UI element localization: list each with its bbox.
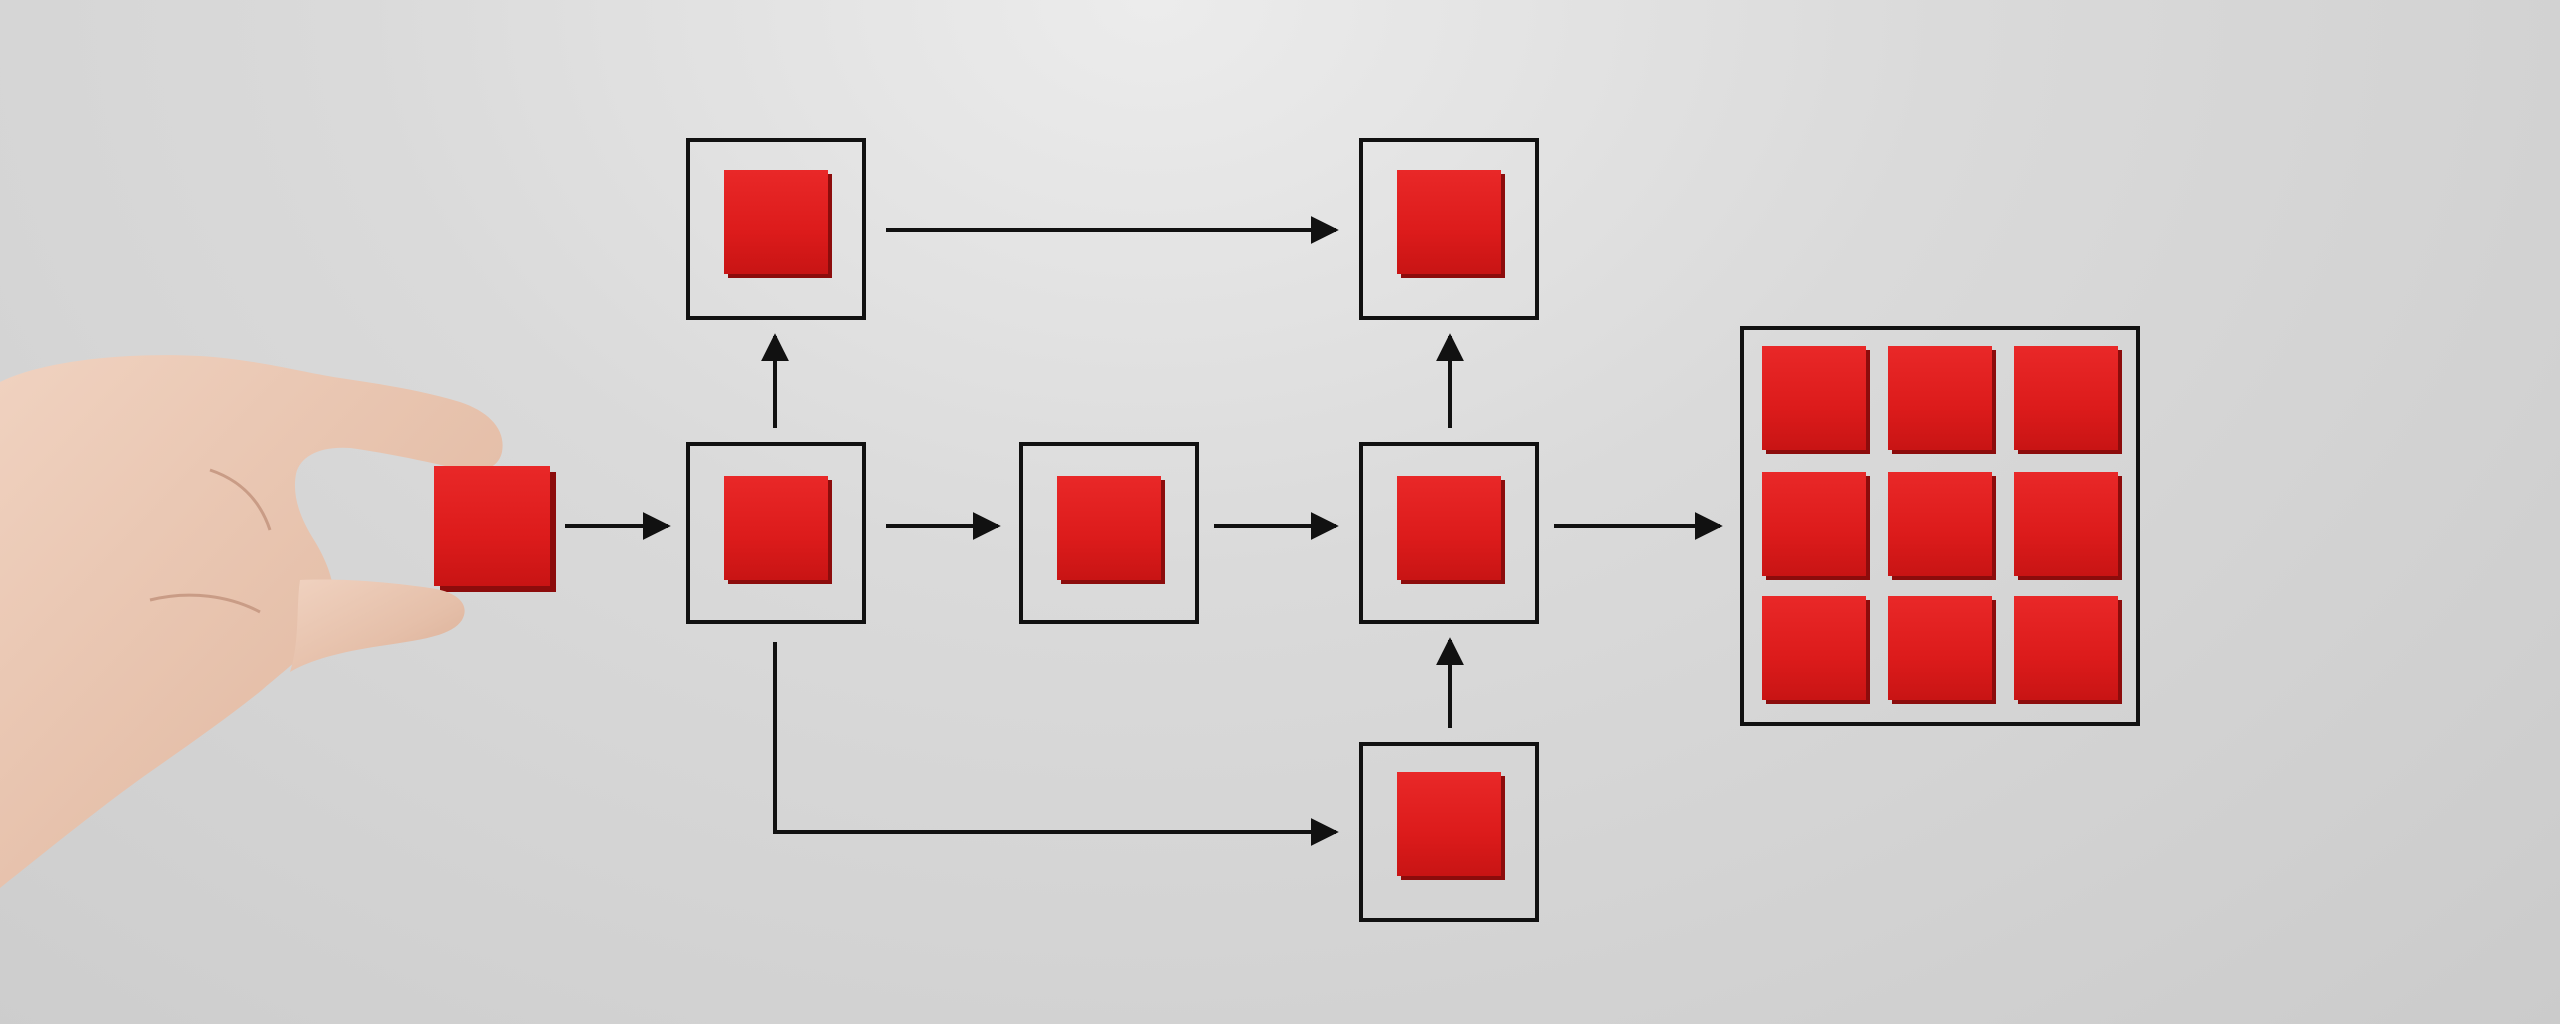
node-frame-top-left (686, 138, 866, 320)
grid-block-2 (1888, 346, 1996, 454)
held-block (434, 466, 556, 592)
block-bottom (1397, 772, 1505, 880)
grid-block-7 (1762, 596, 1870, 704)
grid-block-8 (1888, 596, 1996, 704)
grid-block-9 (2014, 596, 2122, 704)
grid-block-1 (1762, 346, 1870, 454)
arrow-a-to-bottom (773, 642, 1339, 846)
grid-block-3 (2014, 346, 2122, 454)
block-c (1397, 476, 1505, 584)
node-frames (686, 138, 2140, 922)
hand-crease (209, 468, 272, 531)
hand-palm (0, 355, 503, 888)
connector-lines (565, 216, 1723, 846)
hand-thumb (290, 579, 465, 672)
grid-block-4 (1762, 472, 1870, 580)
hand-crease-2 (149, 593, 261, 614)
grid-block-6 (2014, 472, 2122, 580)
grid-blocks (1762, 346, 2122, 704)
node-frame-bottom (1359, 742, 1539, 922)
block-top-right (1397, 170, 1505, 278)
node-frame-top-right (1359, 138, 1539, 320)
node-frame-b (1019, 442, 1199, 624)
node-frame-a (686, 442, 866, 624)
node-blocks (724, 170, 1505, 880)
grid-block-5 (1888, 472, 1996, 580)
block-b (1057, 476, 1165, 584)
node-frame-c (1359, 442, 1539, 624)
block-top-left (724, 170, 832, 278)
block-a (724, 476, 832, 584)
grid-frame (1740, 326, 2140, 726)
hand (0, 355, 556, 888)
